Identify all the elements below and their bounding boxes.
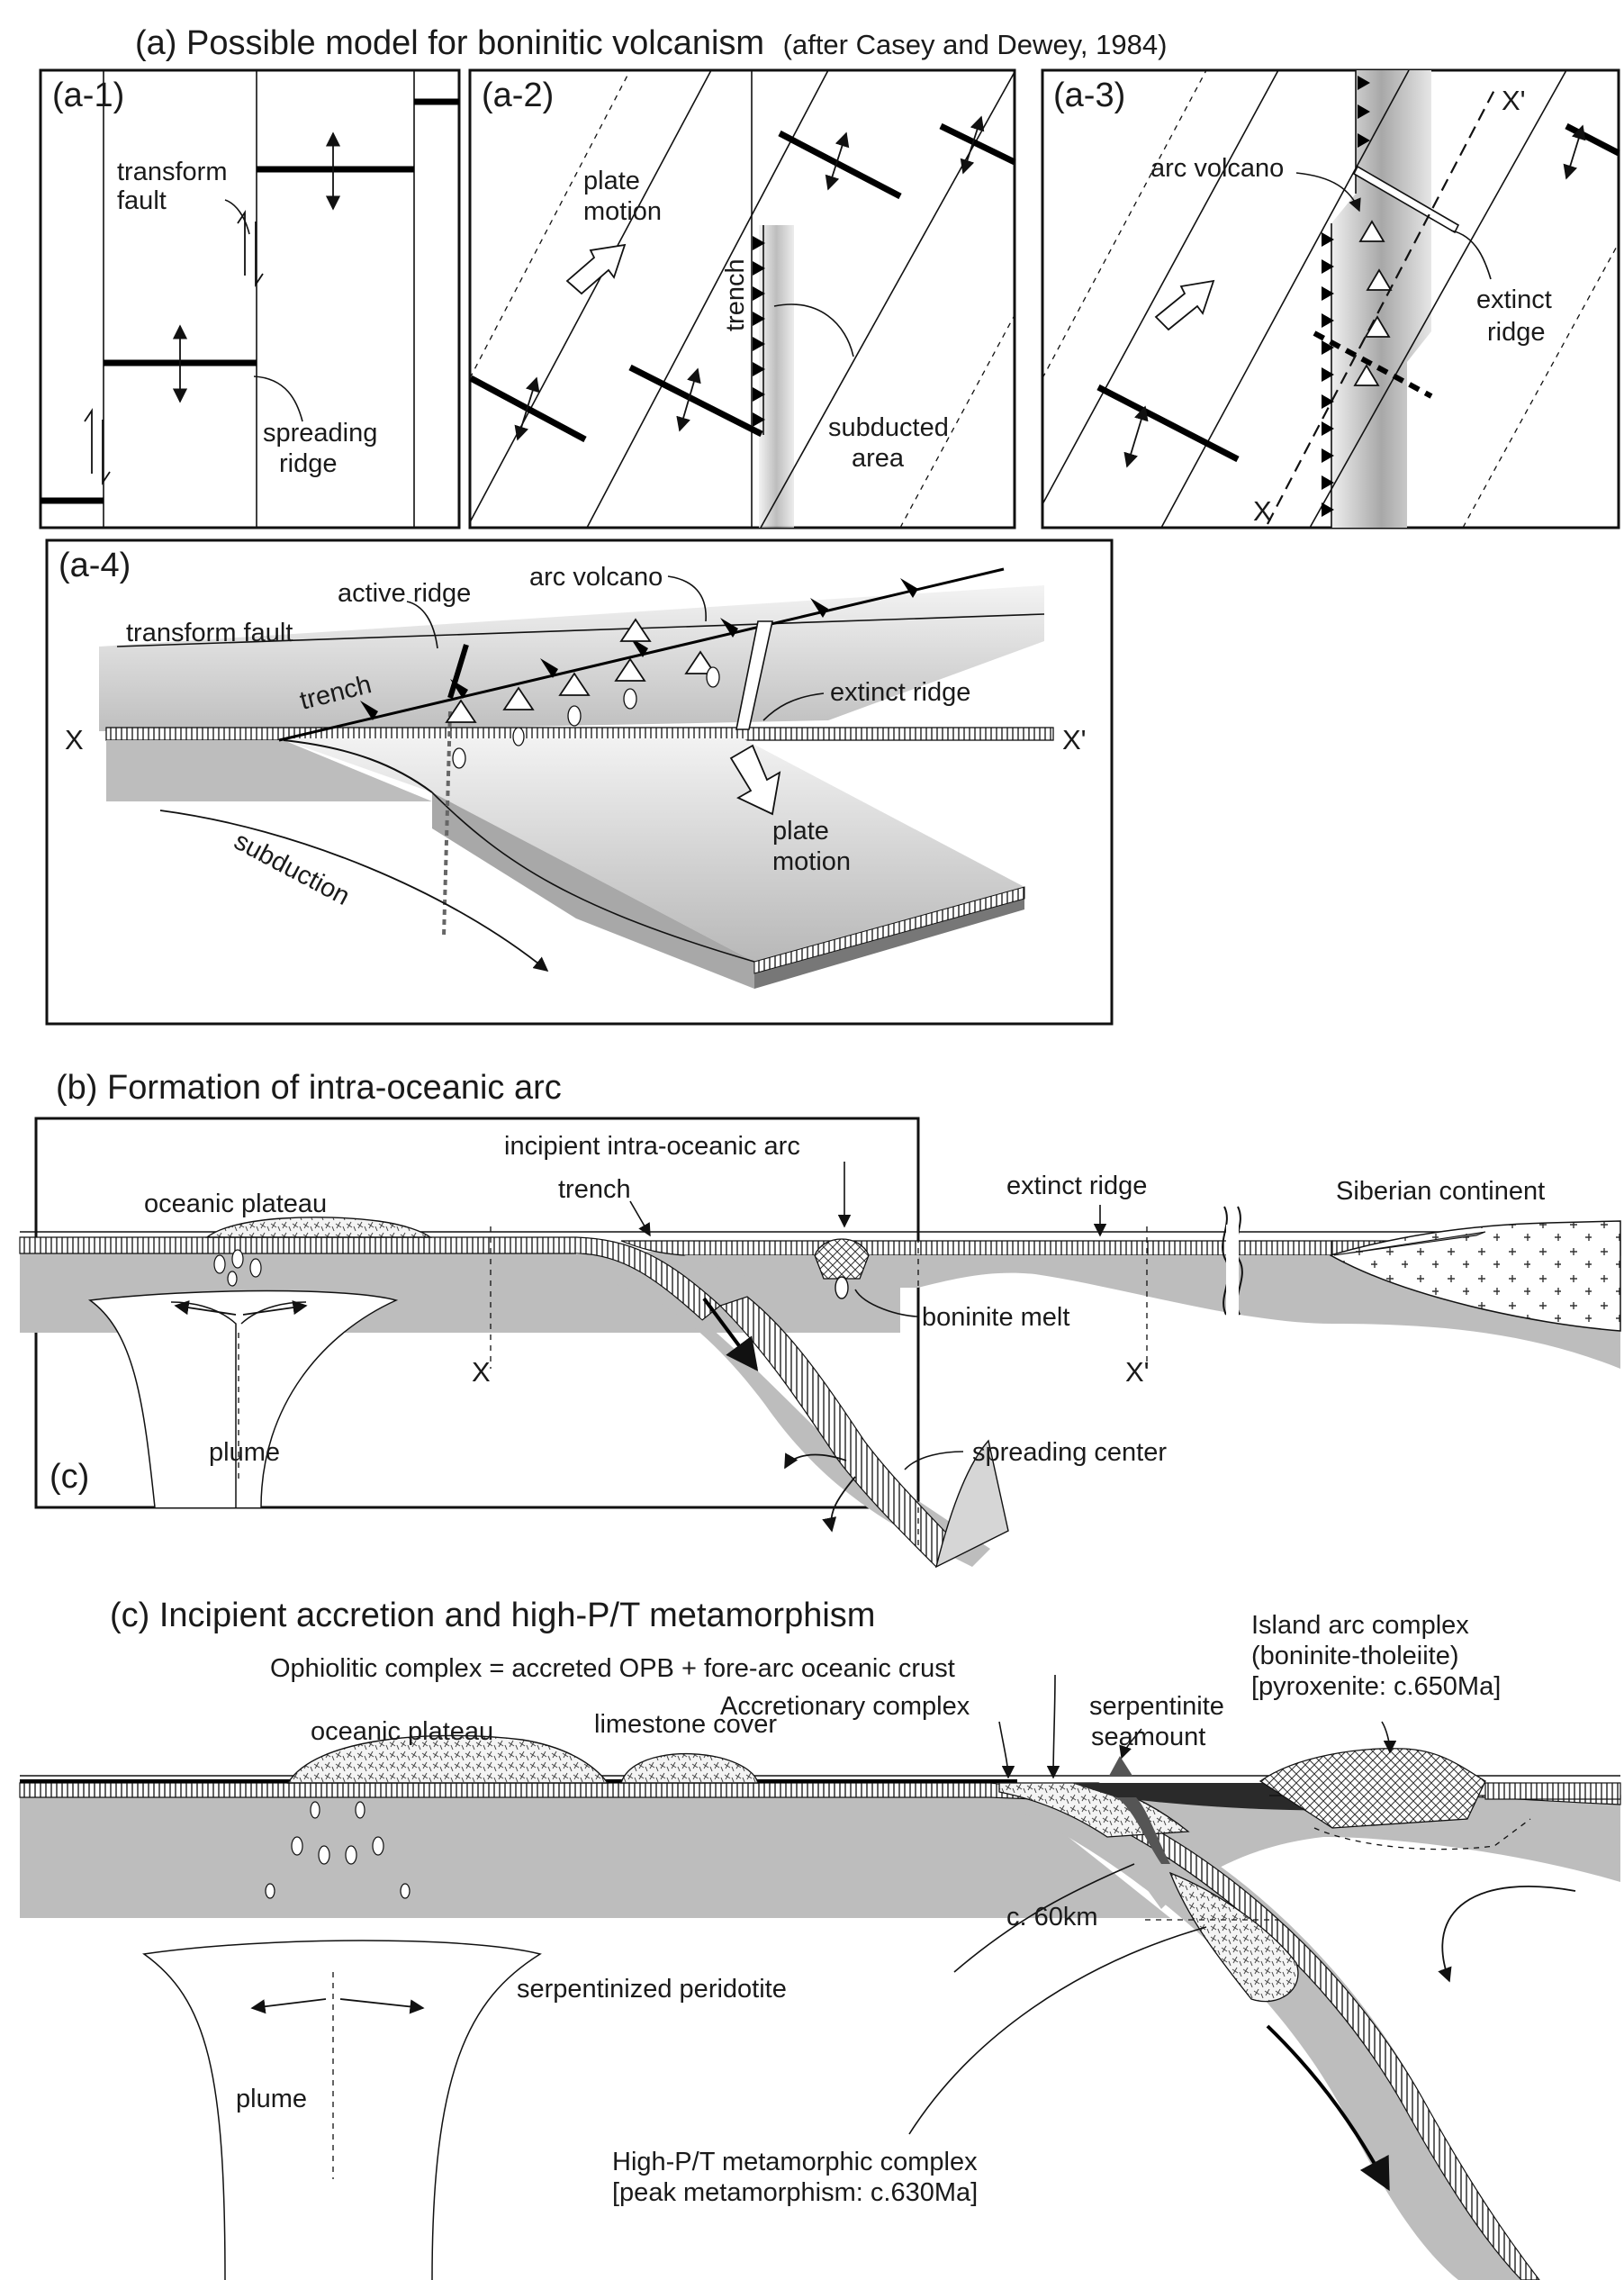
trench-label: trench	[721, 258, 750, 331]
boninite-melt-label: boninite melt	[922, 1303, 1069, 1332]
panel-c: (c) Incipient accretion and high-P/T met…	[19, 1597, 1621, 2280]
island-arc-label-3: [pyroxenite: c.650Ma]	[1251, 1672, 1501, 1701]
limestone-label: limestone cover	[594, 1710, 777, 1739]
plate-motion-label-2: motion	[583, 197, 662, 226]
label-a2: (a-2)	[482, 77, 554, 114]
x-marker-b: X	[472, 1356, 491, 1388]
extinct-ridge-label: extinct	[1476, 285, 1552, 314]
incipient-arc-label: incipient intra-oceanic arc	[504, 1132, 800, 1161]
panel-c-title: (c) Incipient accretion and high-P/T met…	[110, 1597, 875, 1634]
spreading-ridge-label-2: ridge	[279, 449, 338, 478]
panel-a1: (a-1) transform fault spreading ridge	[39, 68, 461, 529]
x-marker-a4: X	[65, 724, 84, 755]
label-a4: (a-4)	[59, 547, 131, 584]
arc-volcano-label: arc volcano	[1150, 154, 1284, 183]
plate-motion-label-a4: plate	[772, 817, 829, 846]
label-a3: (a-3)	[1053, 77, 1125, 114]
trench-label-b: trench	[558, 1175, 631, 1204]
serpentinite-label-2: seamount	[1091, 1723, 1205, 1751]
transform-fault-label-a4: transform fault	[126, 619, 293, 647]
serpentinite-label: serpentinite	[1089, 1692, 1224, 1721]
x-marker: X	[1253, 495, 1272, 527]
panel-a4: (a-4) active ridge arc volcano transform…	[45, 538, 1114, 1026]
island-arc-label: Island arc complex	[1251, 1611, 1469, 1640]
hpt-label: High-P/T metamorphic complex	[612, 2148, 978, 2176]
oceanic-plateau-label-c: oceanic plateau	[311, 1717, 493, 1746]
extinct-ridge-label-b: extinct ridge	[1006, 1172, 1147, 1200]
transform-fault-label-2: fault	[117, 186, 167, 215]
accretionary-label: Accretionary complex	[720, 1692, 970, 1721]
siberian-continent-label: Siberian continent	[1336, 1177, 1545, 1206]
panel-b-title: (b) Formation of intra-oceanic arc	[56, 1069, 562, 1107]
panel-a3: (a-3) arc volcano extinct ridge X X'	[1041, 68, 1620, 529]
extinct-ridge-label-2: ridge	[1487, 318, 1546, 347]
spreading-center-label: spreading center	[972, 1438, 1167, 1467]
label-a1: (a-1)	[52, 77, 124, 114]
active-ridge-label: active ridge	[338, 579, 471, 608]
plume-label-c: plume	[236, 2085, 307, 2113]
x-prime-marker: X'	[1502, 85, 1526, 116]
plate-motion-label: plate	[583, 167, 640, 195]
plate-motion-label-a4-2: motion	[772, 847, 851, 876]
island-arc-label-2: (boninite-tholeiite)	[1251, 1642, 1459, 1670]
x-prime-marker-b: X'	[1125, 1356, 1150, 1388]
depth-label: c. 60km	[1006, 1903, 1098, 1932]
figure-title: (a) Possible model for boninitic volcani…	[135, 24, 1167, 62]
spreading-ridge-label: spreading	[263, 419, 377, 448]
oceanic-plateau-label-b: oceanic plateau	[144, 1190, 327, 1218]
panel-b: (b) Formation of intra-oceanic arc	[19, 1069, 1621, 1569]
hpt-label-2: [peak metamorphism: c.630Ma]	[612, 2178, 978, 2207]
ophiolitic-label: Ophiolitic complex = accreted OPB + fore…	[270, 1654, 955, 1683]
panel-a2: plate motion trench subducted area (a-2)	[468, 68, 1016, 529]
plume-label-b: plume	[209, 1438, 280, 1467]
subducted-area-label-2: area	[852, 444, 905, 473]
extinct-ridge-label-a4: extinct ridge	[830, 678, 970, 707]
x-prime-marker-a4: X'	[1062, 724, 1087, 755]
inset-c-label: (c)	[50, 1458, 89, 1496]
serp-peridotite-label: serpentinized peridotite	[517, 1975, 787, 2004]
transform-fault-label: transform	[117, 158, 227, 186]
arc-volcano-label-a4: arc volcano	[529, 563, 663, 592]
subducted-area-label: subducted	[828, 413, 949, 442]
